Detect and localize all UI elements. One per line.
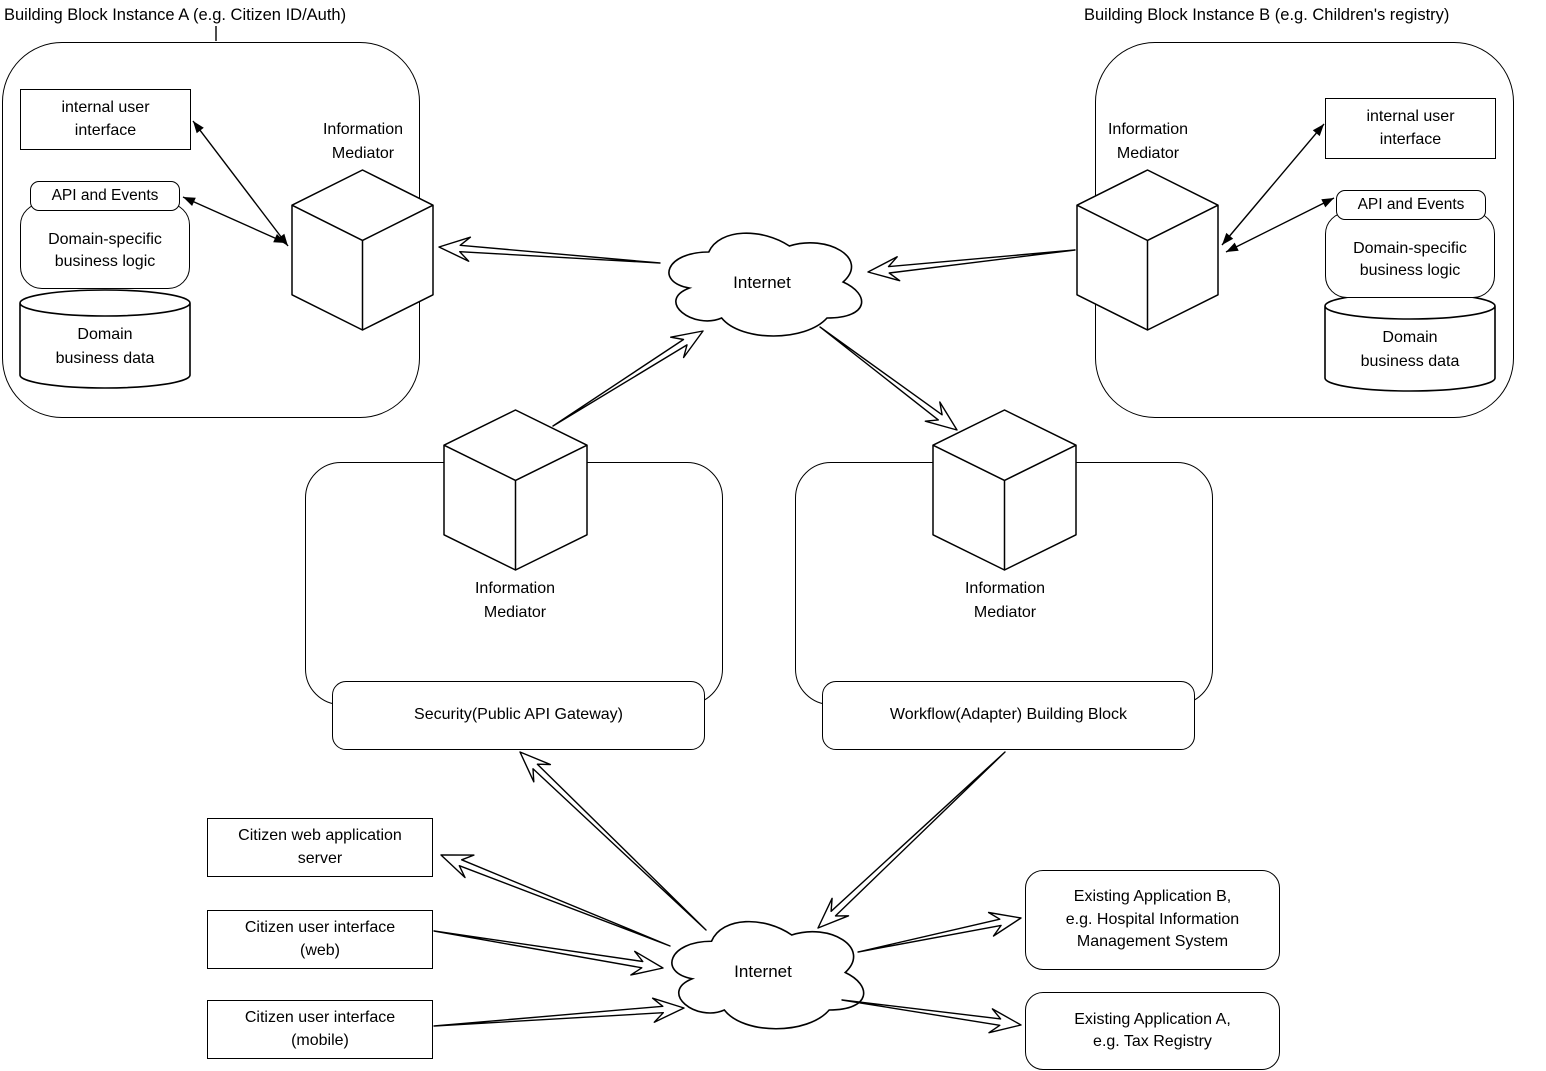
block-a-database-cylinder-icon [19,289,191,389]
internet-bottom-label: Internet [734,962,792,981]
block-b-business-data-label: Domain business data [1360,329,1460,370]
arrow-internet-to-workflow-mediator [819,326,958,431]
arrow-security-mediator-to-internet [552,330,704,427]
citizen-web-app-server-box: Citizen web application server [207,818,433,877]
information-mediator-cube-b [1076,169,1219,331]
information-mediator-cube-security [443,409,588,571]
arrow-citizen-ui-mobile-to-internet [433,997,685,1027]
arrow-internet-to-existing-app-a [841,999,1022,1034]
arrow-mediator-internal-ui-a [192,120,289,247]
internet-cloud-bottom [671,920,865,1030]
block-b-business-logic-box: Domain-specific business logic [1325,212,1495,298]
block-a-business-data-label: Domain business data [55,326,155,367]
information-mediator-cube-workflow [932,409,1077,571]
existing-app-b-box: Existing Application B, e.g. Hospital In… [1025,870,1280,970]
arrow-internet-to-block-a [438,236,661,264]
workflow-mediator-label: Information Mediator [964,580,1046,621]
block-b-api-events-box: API and Events [1336,190,1486,220]
information-mediator-cube-a [291,169,434,331]
block-a-business-logic-box: Domain-specific business logic [20,203,190,289]
block-a-title: Building Block Instance A (e.g. Citizen … [4,6,347,24]
arrow-internet-to-existing-app-b [857,911,1022,953]
citizen-ui-mobile-box: Citizen user interface (mobile) [207,1000,433,1059]
arrow-internet-to-citizen-web-server [440,854,671,947]
block-b-title: Building Block Instance B (e.g. Children… [1084,6,1450,24]
arrow-mediator-internal-ui-b [1221,123,1325,246]
arrow-citizen-ui-web-to-internet [433,930,664,976]
arrow-mediator-api-events-b [1225,197,1335,253]
block-b-internal-ui-box: internal user interface [1325,98,1496,159]
arrow-internet-to-security-gateway [519,751,707,931]
security-gateway-box: Security(Public API Gateway) [332,681,705,750]
workflow-building-block-box: Workflow(Adapter) Building Block [822,681,1195,750]
block-a-internal-ui-box: internal user interface [20,89,191,150]
arrow-mediator-api-events-a [182,196,287,244]
block-b-mediator-label: Information Mediator [1107,121,1189,162]
existing-app-a-box: Existing Application A, e.g. Tax Registr… [1025,992,1280,1070]
arrow-block-b-to-internet [867,249,1076,282]
block-a-mediator-label: Information Mediator [322,121,404,162]
citizen-ui-web-box: Citizen user interface (web) [207,910,433,969]
internet-top-label: Internet [733,273,791,292]
security-mediator-label: Information Mediator [474,580,556,621]
internet-cloud-top [668,232,863,337]
block-a-api-events-box: API and Events [30,181,180,211]
arrow-workflow-to-internet [817,751,1006,929]
